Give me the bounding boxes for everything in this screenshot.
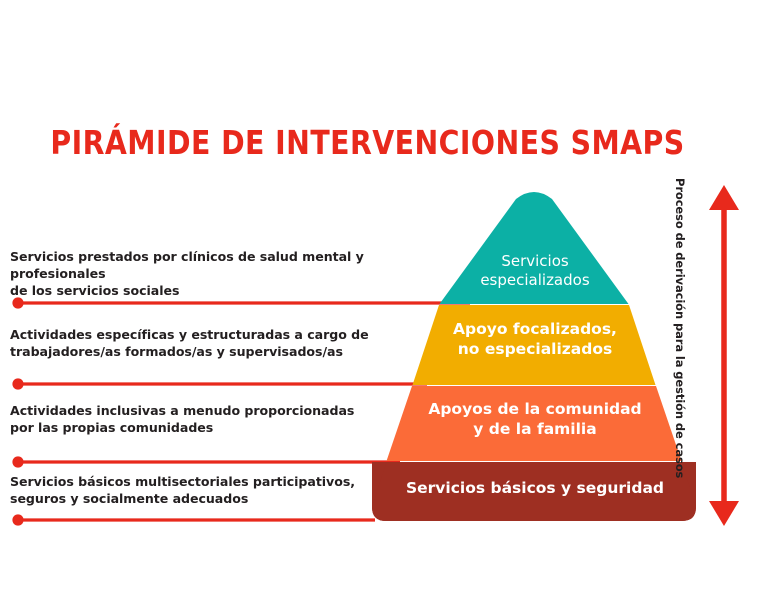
pyramid-tier-3-label: Apoyos de la comunidad y de la familia <box>428 400 642 438</box>
pyramid-tier-4-label: Servicios básicos y seguridad <box>405 479 665 497</box>
process-arrow <box>709 185 739 526</box>
leader-dot-1 <box>12 297 24 309</box>
process-arrow-head-down <box>709 501 739 526</box>
pyramid-tier-1-label: Servicios especializados <box>480 252 590 290</box>
tier-3-description: Actividades inclusivas a menudo proporci… <box>10 403 355 435</box>
process-arrow-caption: Proceso de derivación para la gestión de… <box>673 178 687 479</box>
pyramid-tier-2-label: Apoyo focalizados, no especializados <box>453 320 617 358</box>
process-arrow-head-up <box>709 185 739 210</box>
tier-1-description: Servicios prestados por clínicos de salu… <box>10 249 364 298</box>
tier-4-description: Servicios básicos multisectoriales parti… <box>10 474 356 506</box>
page-title: PIRÁMIDE DE INTERVENCIONES SMAPS <box>50 123 685 162</box>
leader-dot-4 <box>12 514 24 526</box>
leader-dot-3 <box>12 456 24 468</box>
leader-dot-2 <box>12 378 24 390</box>
tier-2-description: Actividades específicas y estructuradas … <box>10 327 369 359</box>
